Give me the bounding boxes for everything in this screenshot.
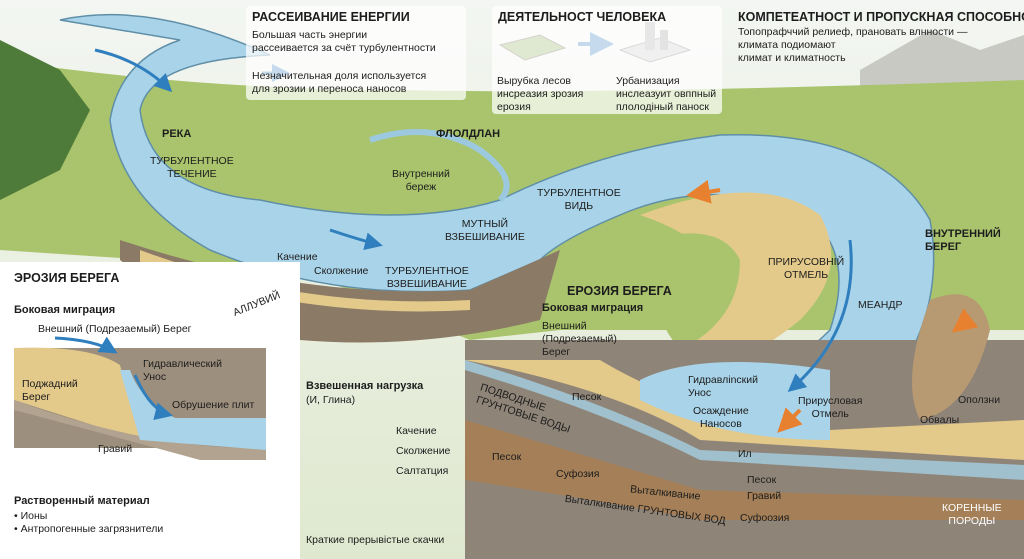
cross-silt: Ил bbox=[738, 448, 752, 460]
energy-panel bbox=[246, 6, 466, 100]
load-rolling: Качение bbox=[396, 425, 437, 437]
human-panel bbox=[492, 6, 722, 114]
point-bar bbox=[640, 192, 832, 390]
cross-outer-bank: Внешний(Подрезаемый)Берег bbox=[542, 320, 617, 358]
energy-line3: Незначительная доля используется bbox=[252, 70, 427, 82]
cross-sand3: Песок bbox=[747, 474, 777, 486]
inset-pollutants: • Антропогенные загрязнители bbox=[14, 523, 164, 535]
energy-title: РАССЕИВАНИЕ ЕНЕРГИИ bbox=[252, 10, 410, 24]
competence-title: КОМПЕТЕАТНОСТ И ПРОПУСКНАЯ СПОСОБНОСТ bbox=[738, 10, 1024, 24]
label-sliding: Сколжение bbox=[314, 265, 369, 277]
energy-line2: рассеивается за счёт турбулентности bbox=[252, 42, 436, 54]
load-sliding: Сколжение bbox=[396, 445, 451, 457]
inset-dissolved: Растворенный материал bbox=[14, 495, 150, 507]
competence-text: Топопрафччий релиеф, прановать влнности … bbox=[738, 26, 968, 64]
load-hops: Краткие прерывістые скачки bbox=[306, 534, 445, 546]
inset-ions: • Ионы bbox=[14, 510, 48, 522]
inset-collapse: Обрушение плит bbox=[172, 399, 255, 411]
point-bar-grass bbox=[648, 233, 740, 350]
inset-outer-bank: Внешний (Подрезаемый) Берег bbox=[38, 323, 192, 335]
tributary bbox=[369, 129, 510, 203]
label-floodplain: ФЛОЛДЛАН bbox=[436, 128, 501, 140]
cross-suffosion2: Суфоозия bbox=[740, 512, 790, 524]
cross-gravel: Гравий bbox=[747, 490, 782, 502]
energy-line1: Большая часть энергии bbox=[252, 29, 368, 41]
label-rolling: Качение bbox=[277, 251, 318, 263]
load-sub: (И, Глина) bbox=[306, 394, 356, 406]
label-rockfalls: Обвалы bbox=[920, 414, 960, 426]
inset-title: ЭРОЗИЯ БЕРЕГА bbox=[14, 271, 120, 285]
load-title: Взвешенная нагрузка bbox=[306, 380, 424, 392]
inset-gravel: Гравий bbox=[98, 443, 133, 455]
forest bbox=[0, 40, 90, 200]
energy-line4: для зрозии и переноса наносов bbox=[252, 83, 407, 95]
cross-title: ЕРОЗИЯ БЕРЕГА bbox=[567, 284, 672, 298]
label-landslides: Оползни bbox=[958, 394, 1001, 406]
label-river: РЕКА bbox=[162, 128, 192, 140]
load-saltation: Салтатция bbox=[396, 465, 449, 477]
inset-lateral: Боковая миграция bbox=[14, 304, 116, 316]
cross-lateral: Боковая миграция bbox=[542, 302, 644, 314]
cross-suffosion: Суфозия bbox=[556, 468, 600, 480]
label-meander: МЕАНДР bbox=[858, 299, 903, 311]
cross-sand1: Песок bbox=[572, 391, 602, 403]
cross-sand2: Песок bbox=[492, 451, 522, 463]
human-title: ДЕЯТЕЛЬНОСТ ЧЕЛОВЕКА bbox=[498, 10, 667, 24]
